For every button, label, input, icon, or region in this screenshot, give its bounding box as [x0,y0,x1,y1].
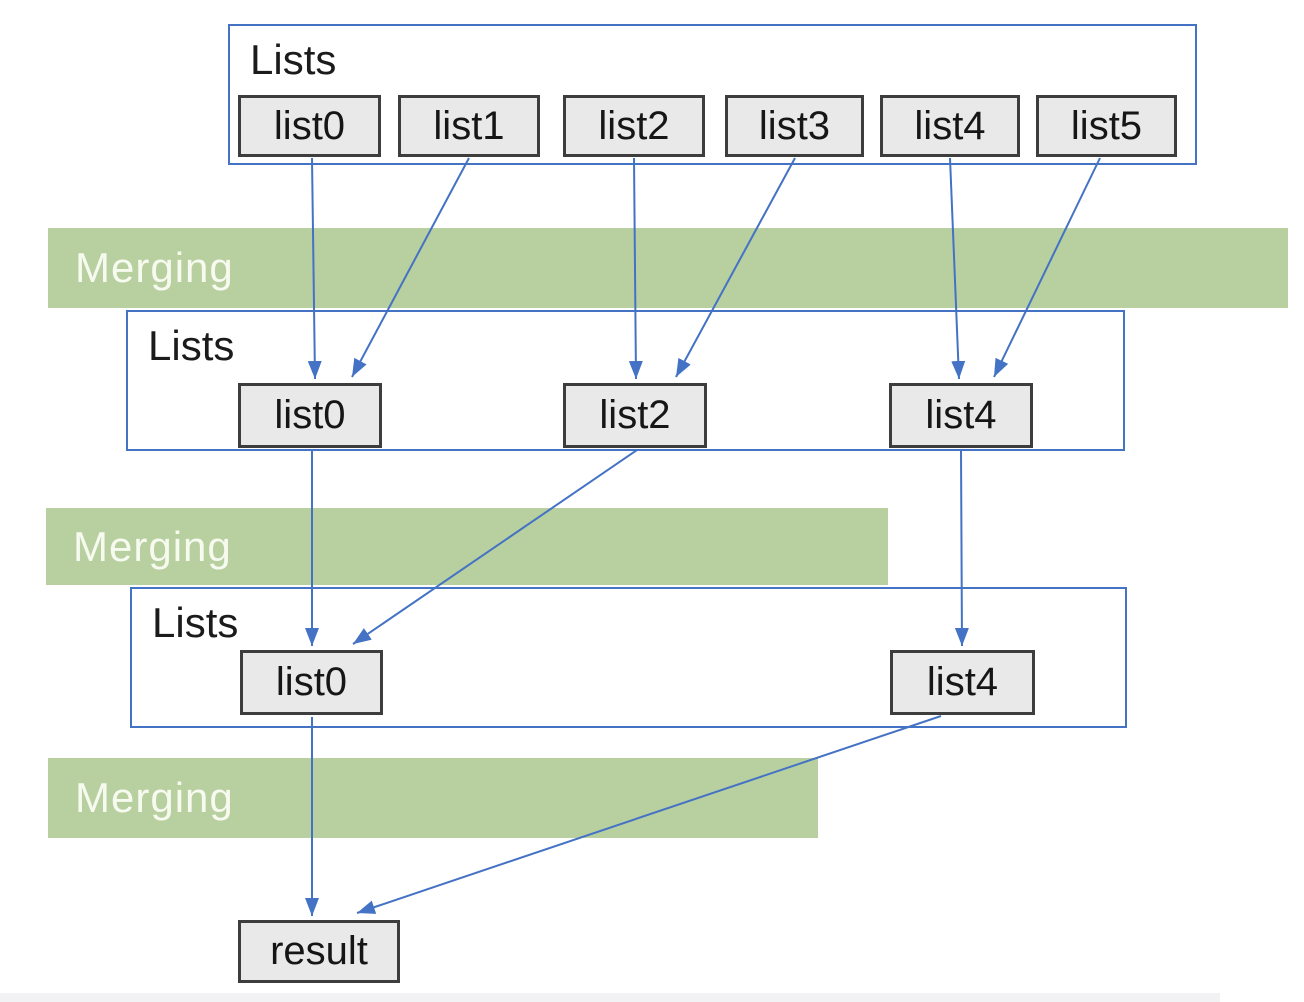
node-row1-list1: list1 [398,95,540,157]
node-row1-list3: list3 [725,95,864,157]
node-row3-list4: list4 [890,650,1035,715]
node-row2-list4: list4 [889,383,1033,448]
merging-label-2: Merging [73,522,232,570]
merging-band-3: Merging [48,758,818,838]
node-row2-list2: list2 [563,383,707,448]
node-row2-list0: list0 [238,383,382,448]
node-row1-list2: list2 [563,95,705,157]
node-row1-list5: list5 [1036,95,1177,157]
merging-band-2: Merging [46,508,888,585]
node-row1-list0: list0 [238,95,381,157]
merging-band-1: Merging [48,228,1288,308]
node-result: result [238,920,400,983]
node-row1-list4: list4 [880,95,1020,157]
bottom-strip [0,993,1220,1002]
lists-container-row3-label: Lists [152,599,239,646]
lists-container-row1-label: Lists [250,36,337,83]
merging-label-1: Merging [75,244,234,291]
lists-container-row2-label: Lists [148,322,235,369]
node-row3-list0: list0 [240,650,383,715]
merging-label-3: Merging [75,774,234,821]
